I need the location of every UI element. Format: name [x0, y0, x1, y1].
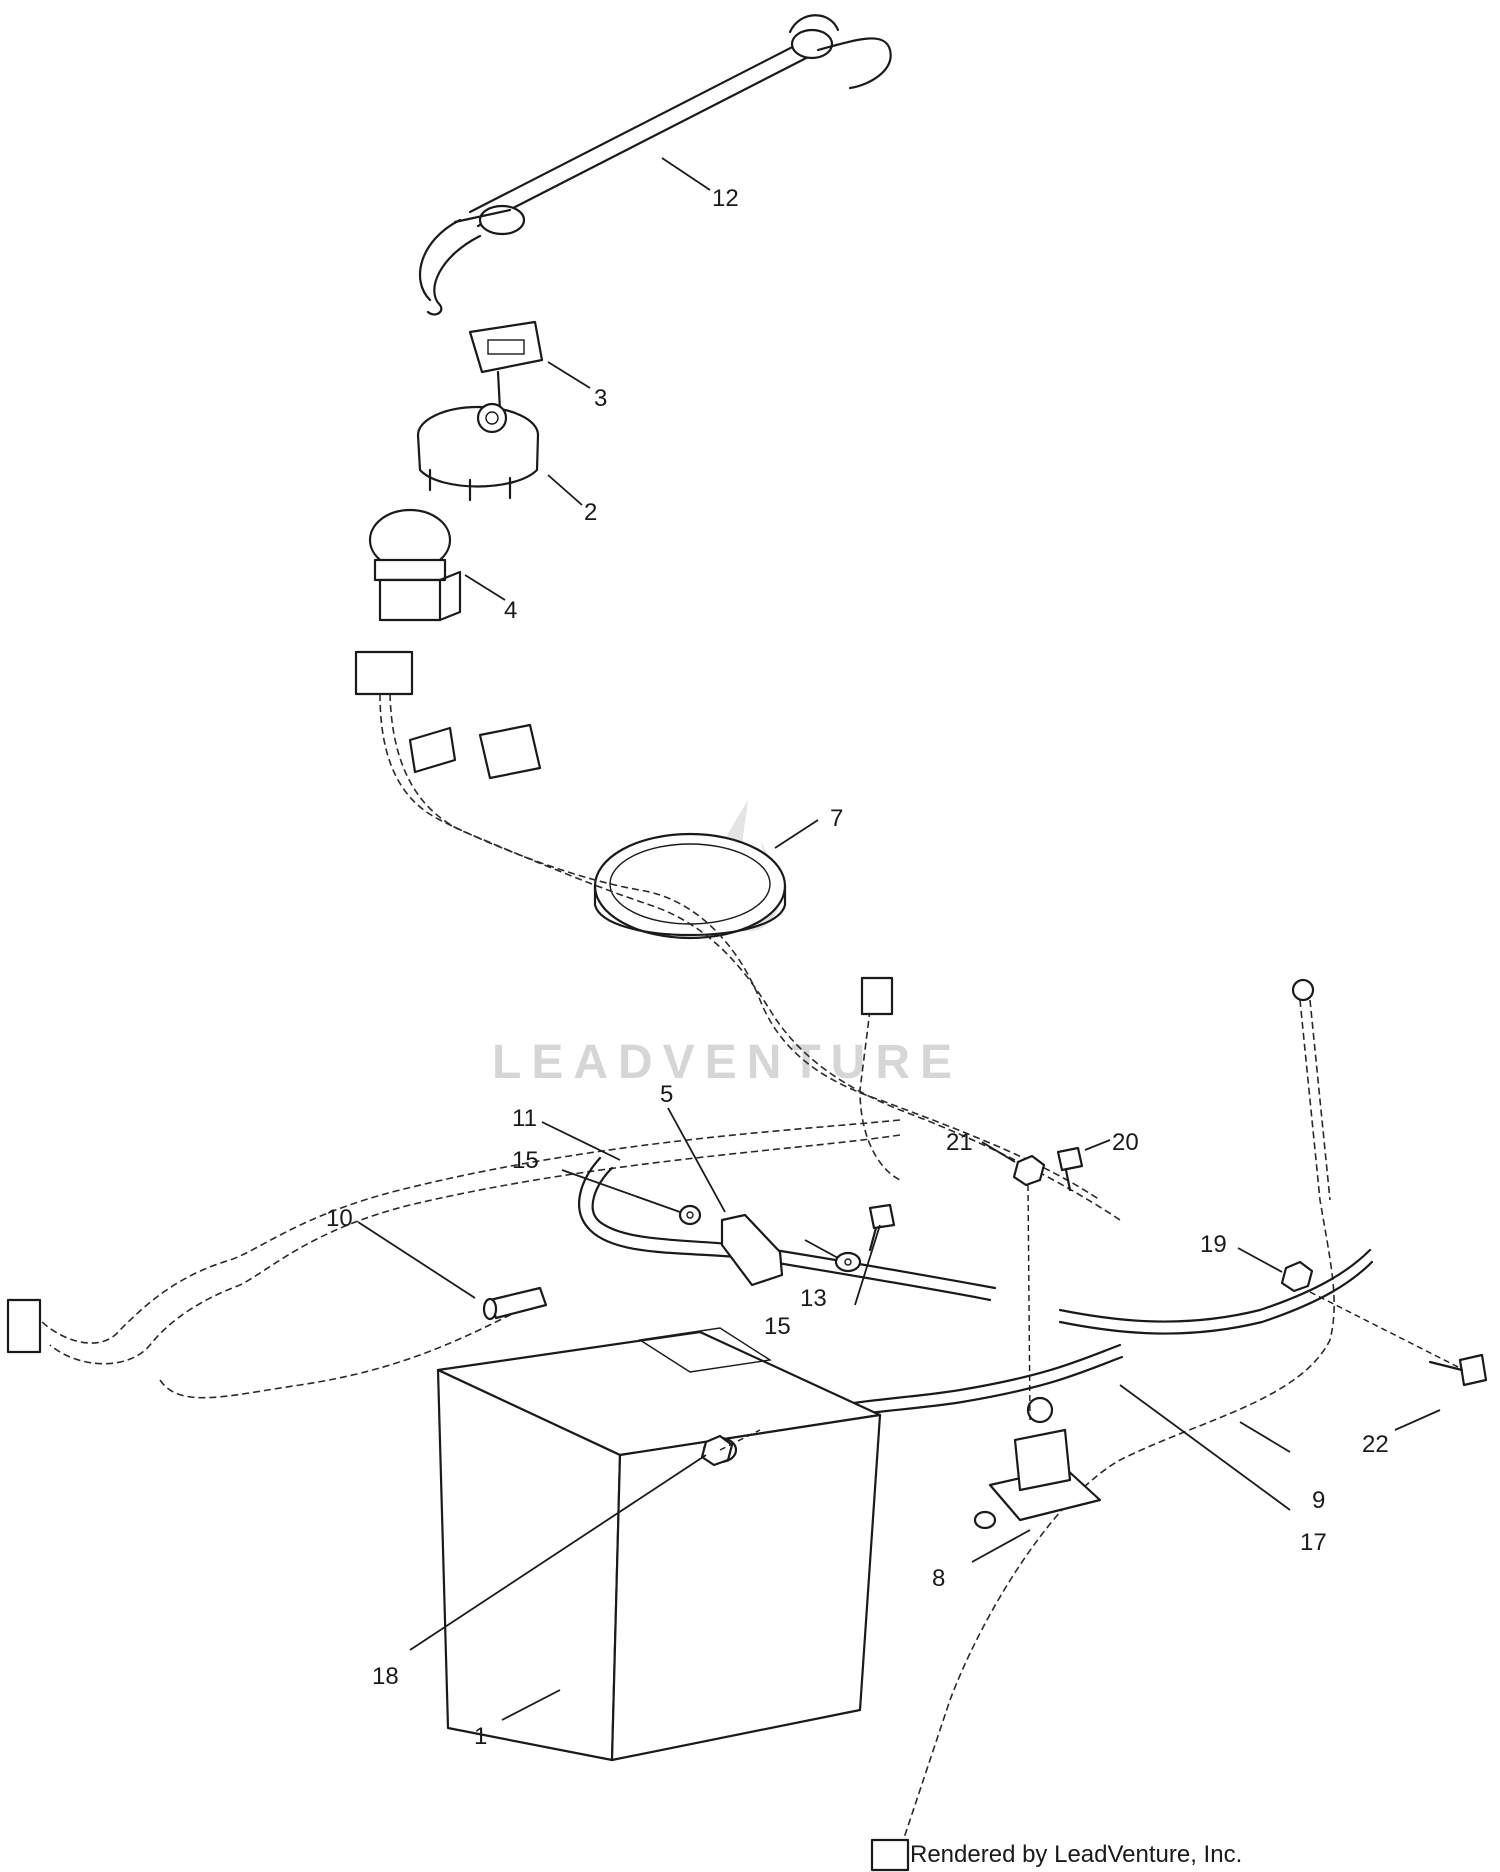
callout-17: 17	[1300, 1529, 1327, 1556]
part-20-bolt	[1056, 1146, 1084, 1192]
callout-8: 8	[932, 1565, 945, 1592]
part-1-battery	[436, 1327, 882, 1762]
part-5-clamp	[720, 1213, 784, 1287]
callout-15-top: 15	[512, 1147, 539, 1174]
callout-9: 9	[1312, 1487, 1325, 1514]
callout-18: 18	[372, 1663, 399, 1690]
part-2-ignition-switch	[416, 402, 540, 502]
part-15-washer-bottom	[834, 1251, 862, 1273]
part-13-bolt	[868, 1203, 896, 1252]
callout-20: 20	[1112, 1129, 1139, 1156]
part-15-washer-top	[678, 1204, 702, 1226]
leader-lines	[357, 157, 1461, 1721]
part-22-bolt	[1428, 1353, 1488, 1387]
callout-3: 3	[594, 385, 607, 412]
part-8-solenoid	[973, 1396, 1102, 1530]
callout-22: 22	[1362, 1431, 1389, 1458]
callout-15-bottom: 15	[764, 1313, 791, 1340]
watermark-text: LEADVENTURE	[492, 1036, 962, 1089]
callout-10: 10	[326, 1205, 353, 1232]
part-11-battery-cable	[578, 1156, 997, 1302]
callout-13: 13	[800, 1285, 827, 1312]
callout-2: 2	[584, 499, 597, 526]
part-19-nut	[1280, 1260, 1314, 1293]
callouts: 12 3 2 4 7 5 11 15 10 21 20 19 13 15 22 …	[326, 185, 1389, 1750]
part-7-cap	[593, 832, 787, 940]
part-3-key	[468, 320, 544, 412]
part-12-rod	[418, 14, 892, 316]
callout-7: 7	[830, 805, 843, 832]
callout-11: 11	[512, 1105, 537, 1132]
part-10-pin	[482, 1286, 548, 1321]
wiring-harness	[6, 650, 1335, 1872]
callout-19: 19	[1200, 1231, 1227, 1258]
callout-1: 1	[474, 1723, 487, 1750]
credit-text: Rendered by LeadVenture, Inc.	[910, 1841, 1242, 1868]
callout-21: 21	[946, 1129, 973, 1156]
part-4-pto-switch	[368, 508, 462, 622]
callout-5: 5	[660, 1081, 673, 1108]
part-21-nut	[1012, 1154, 1046, 1187]
callout-4: 4	[504, 597, 517, 624]
callout-12: 12	[712, 185, 739, 212]
